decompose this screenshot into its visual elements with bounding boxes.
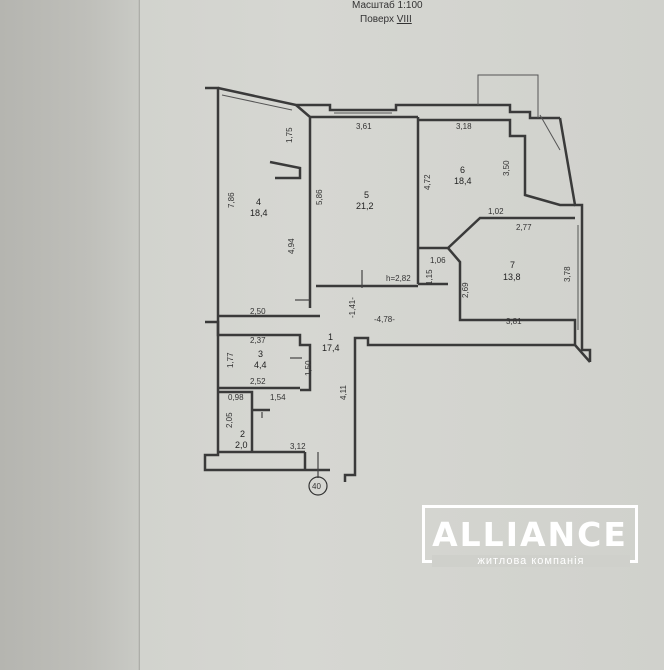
room-7-area: 13,8	[503, 272, 521, 282]
dim-3-78: 3,78	[563, 266, 572, 282]
room-3-id: 3	[258, 349, 263, 359]
wall-room6-bottom	[418, 216, 575, 250]
page-binding-shadow	[0, 0, 140, 670]
windows	[221, 74, 579, 330]
dim-3-50: 3,50	[502, 160, 511, 176]
dim-1-54: 1,54	[270, 393, 286, 402]
dim-4-78: -4,78-	[374, 315, 395, 324]
dim-1-15: 1,15	[425, 269, 434, 285]
wall-room3	[205, 320, 312, 392]
dim-2-77: 2,77	[516, 223, 532, 232]
dim-2-05: 2,05	[225, 412, 234, 428]
room-4-area: 18,4	[250, 208, 268, 218]
dim-2-37: 2,37	[250, 336, 266, 345]
floor-number: VIII	[396, 14, 412, 25]
logo-title: ALLIANCE	[432, 514, 628, 554]
axis-marker-circle	[308, 476, 328, 496]
dim-7-86: 7,86	[227, 192, 236, 208]
walls	[203, 86, 592, 482]
dim-1-06: 1,06	[430, 256, 446, 265]
dim-3-18: 3,18	[456, 122, 472, 131]
balcony-window	[539, 114, 561, 151]
room-1-id: 1	[328, 332, 333, 342]
room-5-area: 21,2	[356, 201, 374, 211]
dim-4-94: 4,94	[287, 238, 296, 254]
wall-room7-left	[447, 247, 577, 345]
dim-1-41: -1,41-	[348, 297, 357, 318]
room-5-id: 5	[364, 190, 369, 200]
room-7-id: 7	[510, 260, 515, 270]
dim-4-72: 4,72	[423, 174, 432, 190]
room-3-area: 4,4	[254, 360, 267, 370]
room-2-id: 2	[240, 429, 245, 439]
dim-1-75: 1,75	[285, 127, 294, 143]
dim-0-98: 0,98	[228, 393, 244, 402]
room-6-area: 18,4	[454, 176, 472, 186]
dim-1-77: 1,77	[226, 352, 235, 368]
wall-room2	[218, 390, 254, 452]
dim-2-50: 2,50	[250, 307, 266, 316]
wall-room6-top	[418, 118, 575, 207]
scale-label: Масштаб 1:100	[352, 0, 423, 11]
wall-room4-notch	[269, 160, 302, 180]
door-marks	[261, 270, 363, 478]
floor-label-text: Поверх	[360, 14, 397, 25]
dim-3-12: 3,12	[290, 442, 306, 451]
room-2-area: 2,0	[235, 440, 248, 450]
dim-4-11: 4,11	[339, 384, 348, 400]
dim-3-81: 3,81	[506, 317, 522, 326]
room-6-id: 6	[460, 165, 465, 175]
floor-label: Поверх VIII	[360, 14, 412, 25]
balcony-outline	[477, 74, 539, 118]
dim-3-61: 3,61	[356, 122, 372, 131]
dim-2-52: 2,52	[250, 377, 266, 386]
wall-room4-right	[295, 104, 312, 308]
dim-1-02: 1,02	[488, 207, 504, 216]
window-room4	[221, 94, 293, 111]
dim-h-2-82: h=2,82	[386, 274, 411, 283]
room-1-area: 17,4	[322, 343, 340, 353]
room-4-id: 4	[256, 197, 261, 207]
outer-wall-top	[217, 86, 560, 120]
outer-wall-left	[203, 86, 330, 472]
dim-5-86: 5,86	[315, 189, 324, 205]
outer-wall-bottom	[343, 336, 591, 482]
logo-subtitle: житлова компанія	[432, 555, 630, 567]
dim-1-50: 1,50	[304, 360, 313, 376]
dim-2-69: 2,69	[461, 282, 470, 298]
axis-marker-label: 40	[312, 482, 321, 491]
alliance-logo: ALLIANCE	[422, 505, 638, 563]
outer-wall-right	[558, 117, 592, 362]
